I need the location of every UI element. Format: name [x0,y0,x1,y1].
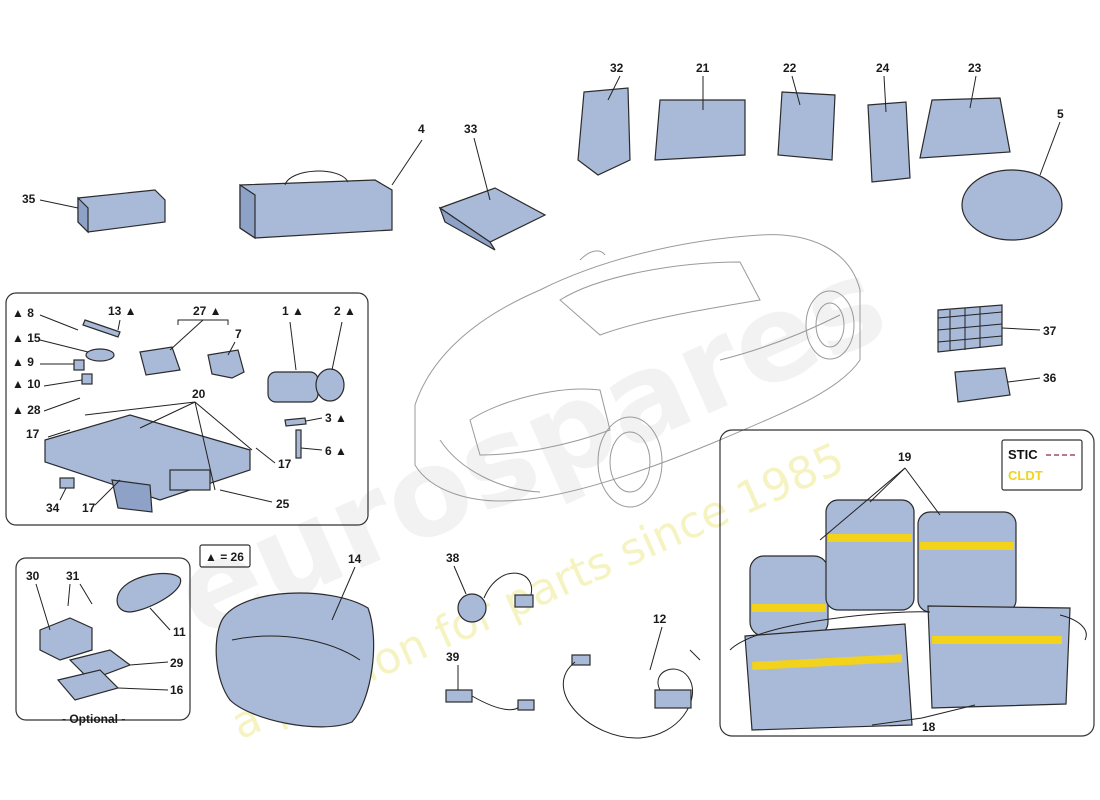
label-21: 21 [696,61,710,75]
luggage-frame [719,429,1095,737]
label-4: 4 [418,122,425,136]
label-39: 39 [446,650,460,664]
part-4-bag: 4 [239,122,425,240]
part-32-folder: 32 [577,61,631,176]
label-19: 19 [898,450,912,464]
label-38: 38 [446,551,460,565]
label-18: 18 [922,720,936,734]
label-11: 11 [173,625,186,639]
label-17-bottom: 17 [82,501,96,515]
label-9: ▲ 9 [12,355,34,369]
label-5: 5 [1057,107,1064,121]
label-1: 1 ▲ [282,304,304,318]
part-21-manual: 21 [654,61,746,161]
label-8: ▲ 8 [12,306,34,320]
label-17-left: 17 [26,427,40,441]
label-10: ▲ 10 [12,377,41,391]
label-25: 25 [276,497,290,511]
label-7: 7 [235,327,242,341]
label-3: 3 ▲ [325,411,347,425]
legend: STIC CLDT [1001,439,1083,491]
part-12-charger: 12 [562,612,701,739]
triangle-key: ▲ = 26 [205,550,244,564]
label-23: 23 [968,61,982,75]
label-17-right: 17 [278,457,292,471]
part-36-case: 36 [954,367,1057,403]
label-37: 37 [1043,324,1057,338]
legend-cldt: CLDT [1008,468,1043,483]
label-14: 14 [348,552,362,566]
car-outline [414,234,861,508]
label-16: 16 [170,683,184,697]
optional-parts: 30 31 11 29 16 - Optional - [26,569,186,726]
label-32: 32 [610,61,624,75]
part-33-pouch: 33 [438,122,547,251]
label-36: 36 [1043,371,1057,385]
label-2: 2 ▲ [334,304,356,318]
label-22: 22 [783,61,797,75]
part-39-cable: 39 [445,650,535,711]
label-29: 29 [170,656,184,670]
label-13: 13 ▲ [108,304,137,318]
part-14-carcover: 14 [215,552,375,728]
label-24: 24 [876,61,890,75]
label-20: 20 [192,387,206,401]
part-5-cover: 5 [961,107,1064,241]
part-37-net: 37 [937,304,1057,353]
label-31: 31 [66,569,80,583]
toolkit-frame [5,292,369,526]
label-6: 6 ▲ [325,444,347,458]
optional-label: - Optional - [62,712,125,726]
label-34: 34 [46,501,60,515]
optional-frame [15,557,191,721]
label-12: 12 [653,612,667,626]
label-33: 33 [464,122,478,136]
triangle-key-frame [199,544,251,568]
part-23-card: 23 [919,61,1011,159]
part-38-cable: 38 [446,551,534,623]
label-35: 35 [22,192,36,206]
label-30: 30 [26,569,40,583]
part-22-manual: 22 [777,61,836,161]
legend-stic: STIC [1008,447,1038,462]
toolkit-parts: ▲ 8 13 ▲ 27 ▲ 1 ▲ 2 ▲ ▲ 15 7 ▲ 9 ▲ 10 ▲ … [12,304,356,515]
label-15: ▲ 15 [12,331,41,345]
label-28: ▲ 28 [12,403,41,417]
luggage-parts: 19 18 [729,450,1087,734]
part-24-booklet: 24 [867,61,911,183]
label-27: 27 ▲ [193,304,222,318]
part-35-case: 35 [22,189,166,234]
